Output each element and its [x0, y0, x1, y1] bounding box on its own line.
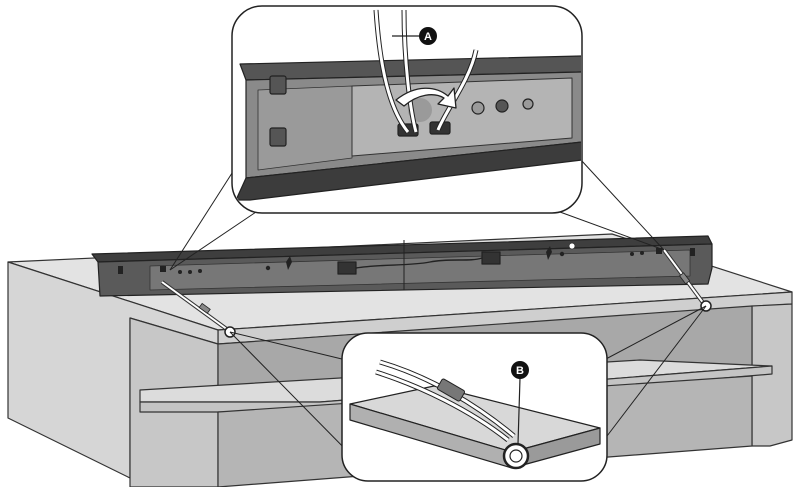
tether-clip-left [198, 302, 211, 314]
tether-clip-right [679, 272, 691, 285]
detail-bubble-top: A [169, 5, 665, 271]
callout-a: A [419, 27, 437, 45]
closeup-strap-clip [436, 378, 466, 402]
soundbar-connector-right [481, 251, 501, 265]
callout-b-label: B [516, 365, 524, 377]
soundbar [91, 235, 713, 297]
closeup-strap [373, 9, 479, 134]
curved-arrow-icon [395, 87, 457, 109]
tether-straps [160, 248, 712, 338]
tv-stand-shelf-edge [139, 365, 773, 413]
callout-a-label: A [424, 31, 432, 43]
callout-b: B [511, 361, 529, 379]
soundbar-rear-panel [149, 249, 691, 291]
soundbar-connector-left [337, 261, 357, 275]
detail-bubble-bottom: B [229, 305, 707, 482]
